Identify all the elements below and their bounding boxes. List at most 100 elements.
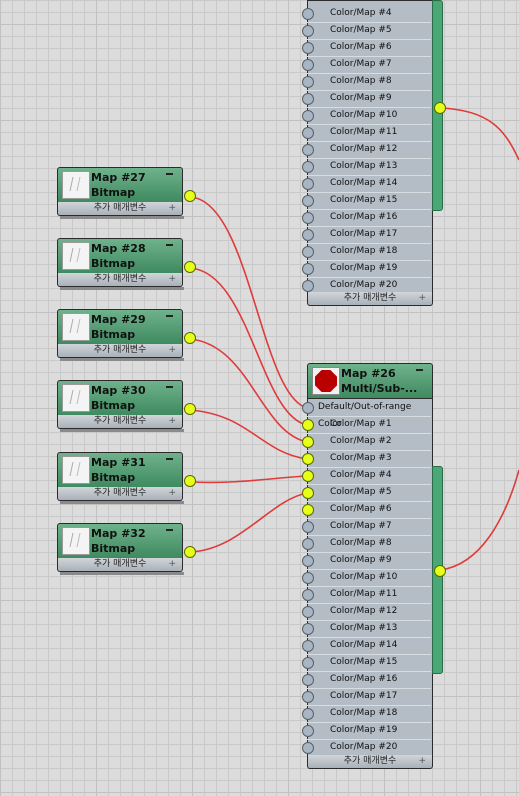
expand-icon[interactable]: + [418,293,426,303]
input-socket[interactable] [302,708,314,720]
input-socket[interactable] [302,725,314,737]
slot-item[interactable]: Color/Map #13 [302,158,431,176]
slot-item[interactable]: Color/Map #19 [302,722,431,740]
expand-icon[interactable]: + [168,274,176,284]
node-footer[interactable]: 추가 매개변수+ [57,202,183,216]
bitmap-node[interactable]: Map #30 Bitmap 추가 매개변수+ [57,380,196,432]
slot-item[interactable]: Color/Map #4 [302,467,431,485]
slot-item[interactable]: Color/Map #14 [302,637,431,655]
node-header[interactable]: Map #29 Bitmap [57,309,183,345]
input-socket[interactable] [302,280,314,292]
input-socket[interactable] [302,419,314,431]
slot-item[interactable]: Color/Map #13 [302,620,431,638]
output-socket[interactable] [184,403,196,415]
bitmap-node[interactable]: Map #31 Bitmap 추가 매개변수+ [57,452,196,504]
slot-item[interactable]: Color/Map #16 [302,209,431,227]
minimize-icon[interactable] [166,529,173,531]
slot-item[interactable]: Color/Map #9 [302,552,431,570]
bitmap-node[interactable]: Map #28 Bitmap 추가 매개변수+ [57,238,196,290]
slot-item[interactable]: Color/Map #5 [302,22,431,40]
output-socket[interactable] [184,475,196,487]
input-socket[interactable] [302,161,314,173]
input-socket[interactable] [302,453,314,465]
input-socket[interactable] [302,572,314,584]
input-socket[interactable] [302,436,314,448]
node-footer[interactable]: 추가 매개변수+ [57,558,183,572]
slot-item[interactable]: Color/Map #12 [302,603,431,621]
input-socket[interactable] [302,127,314,139]
expand-icon[interactable]: + [168,203,176,213]
slot-item[interactable]: Color/Map #3 [302,450,431,468]
input-socket[interactable] [302,606,314,618]
input-socket[interactable] [302,93,314,105]
output-socket[interactable] [184,546,196,558]
input-socket[interactable] [302,402,314,414]
slot-item[interactable]: Color/Map #15 [302,654,431,672]
output-socket[interactable] [184,190,196,202]
slot-item[interactable]: Color/Map #12 [302,141,431,159]
input-socket[interactable] [302,555,314,567]
input-socket[interactable] [302,674,314,686]
slot-item[interactable]: Color/Map #16 [302,671,431,689]
slot-item[interactable]: Color/Map #1 [302,416,431,434]
output-socket[interactable] [434,102,446,114]
slot-item[interactable]: Color/Map #4 [302,5,431,23]
minimize-icon[interactable] [166,458,173,460]
minimize-icon[interactable] [166,173,173,175]
node-footer[interactable]: 추가 매개변수+ [307,755,433,769]
input-socket[interactable] [302,640,314,652]
input-socket[interactable] [302,521,314,533]
slot-item[interactable]: Color/Map #15 [302,192,431,210]
node-footer[interactable]: 추가 매개변수+ [307,292,433,306]
minimize-icon[interactable] [416,369,423,371]
input-socket[interactable] [302,487,314,499]
input-socket[interactable] [302,42,314,54]
slot-item[interactable]: Color/Map #6 [302,501,431,519]
slot-item[interactable]: Color/Map #9 [302,90,431,108]
input-socket[interactable] [302,8,314,20]
input-socket[interactable] [302,178,314,190]
node-footer[interactable]: 추가 매개변수+ [57,273,183,287]
output-socket[interactable] [184,261,196,273]
node-header[interactable]: Map #26 Multi/Sub-... [307,363,433,399]
input-socket[interactable] [302,195,314,207]
slot-item[interactable]: Color/Map #10 [302,107,431,125]
input-socket[interactable] [302,691,314,703]
input-socket[interactable] [302,538,314,550]
input-socket[interactable] [302,470,314,482]
expand-icon[interactable]: + [168,488,176,498]
input-socket[interactable] [302,623,314,635]
slot-item[interactable]: Color/Map #17 [302,688,431,706]
minimize-icon[interactable] [166,315,173,317]
input-socket[interactable] [302,657,314,669]
bitmap-node[interactable]: Map #29 Bitmap 추가 매개변수+ [57,309,196,361]
input-socket[interactable] [302,25,314,37]
expand-icon[interactable]: + [168,559,176,569]
input-socket[interactable] [302,76,314,88]
node-header[interactable]: Map #28 Bitmap [57,238,183,274]
input-socket[interactable] [302,589,314,601]
slot-item[interactable]: Color/Map #14 [302,175,431,193]
input-socket[interactable] [302,229,314,241]
slot-default-color[interactable]: Default/Out-of-range Color [302,399,431,429]
input-socket[interactable] [302,504,314,516]
output-socket[interactable] [184,332,196,344]
slot-item[interactable]: Color/Map #5 [302,484,431,502]
node-header[interactable]: Map #27 Bitmap [57,167,183,203]
slot-item[interactable]: Color/Map #11 [302,124,431,142]
slot-item[interactable]: Color/Map #8 [302,73,431,91]
input-socket[interactable] [302,212,314,224]
input-socket[interactable] [302,263,314,275]
slot-item[interactable]: Color/Map #17 [302,226,431,244]
node-header[interactable]: Map #32 Bitmap [57,523,183,559]
slot-item[interactable]: Color/Map #18 [302,705,431,723]
slot-item[interactable]: Color/Map #10 [302,569,431,587]
bitmap-node[interactable]: Map #27 Bitmap 추가 매개변수+ [57,167,196,219]
output-socket[interactable] [434,565,446,577]
slot-item[interactable]: Color/Map #7 [302,56,431,74]
node-header[interactable]: Map #31 Bitmap [57,452,183,488]
minimize-icon[interactable] [166,386,173,388]
slot-item[interactable]: Color/Map #18 [302,243,431,261]
slot-item[interactable]: Color/Map #19 [302,260,431,278]
slot-item[interactable]: Color/Map #8 [302,535,431,553]
